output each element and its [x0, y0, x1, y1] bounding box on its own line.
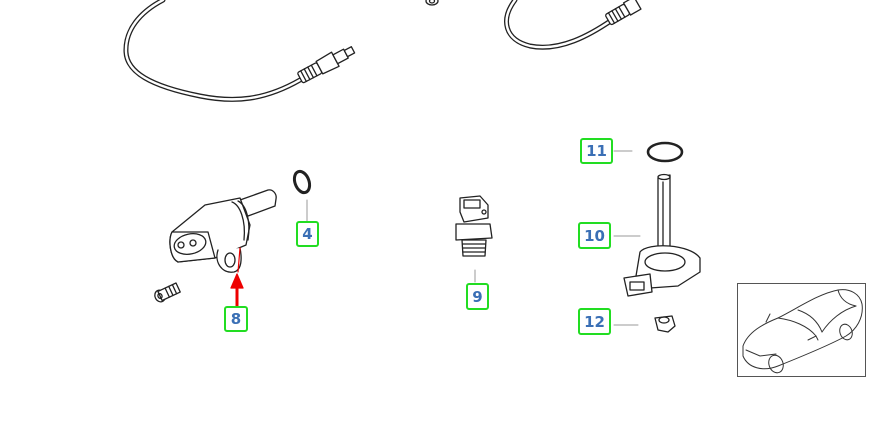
- o-ring: [613, 141, 684, 163]
- oxygen-sensor-left: [123, 0, 356, 102]
- callout-10[interactable]: 10: [578, 222, 611, 249]
- oxygen-sensor-right: [504, 0, 642, 50]
- highlight-arrow: [230, 273, 244, 308]
- sealing-ring: [292, 169, 312, 222]
- oil-pressure-switch: [455, 195, 493, 283]
- car-outline-icon: [742, 289, 863, 374]
- callout-8[interactable]: 8: [224, 306, 248, 332]
- callout-4[interactable]: 4: [296, 221, 319, 247]
- crankshaft-position-sensor: [169, 189, 277, 273]
- callout-11[interactable]: 11: [580, 138, 613, 164]
- bolt: [154, 282, 181, 303]
- nut: [613, 315, 676, 333]
- callout-12[interactable]: 12: [578, 308, 611, 335]
- vehicle-thumbnail[interactable]: [737, 283, 866, 377]
- oil-level-sensor: [613, 173, 701, 297]
- nut-top: [425, 0, 439, 6]
- callout-9[interactable]: 9: [466, 283, 489, 310]
